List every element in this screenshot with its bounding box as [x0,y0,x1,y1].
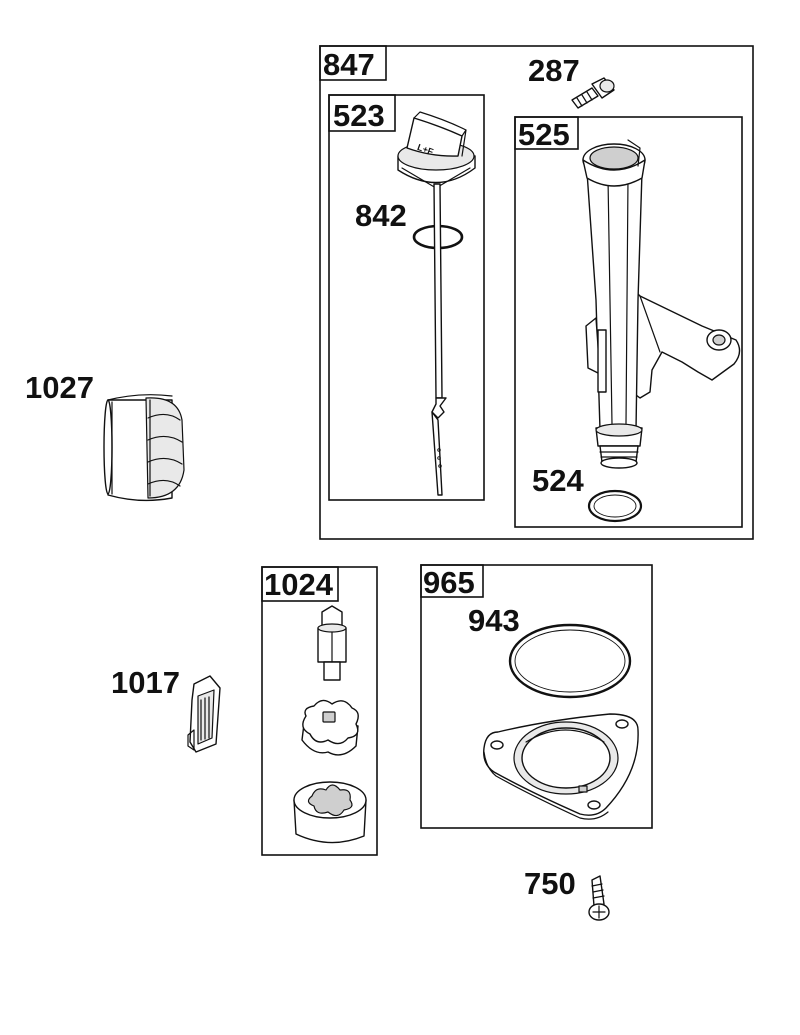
assembly-523-tag [328,94,396,132]
o-ring-524-part [587,489,643,523]
pickup-screen-1017-part [187,675,221,753]
assembly-1024-group: 1024 [261,566,378,856]
label-842: 842 [355,198,407,233]
assembly-523-box [328,94,485,501]
dipstick-cap-part: L+F [397,111,476,189]
o-ring-524-inner [593,494,637,518]
outer-rotor-part [293,781,367,844]
label-750: 750 [524,866,576,901]
inner-rotor-part [301,699,359,756]
label-965: 965 [423,565,475,600]
label-847: 847 [323,47,375,82]
screw-750-part [588,875,610,921]
assembly-847-tag [319,45,387,81]
label-287: 287 [528,53,580,88]
sump-cover-plate-part [483,713,639,820]
label-523: 523 [333,98,385,133]
gasket-943-inner [514,629,626,693]
assembly-1024-tag [261,566,339,602]
gasket-943-part [508,623,632,699]
label-1017: 1017 [111,665,180,700]
oil-filter-1027-part [103,394,185,502]
label-524: 524 [532,463,584,498]
assembly-965-group: 965 943 [420,564,653,829]
label-525: 525 [518,117,570,152]
assembly-525-tag [514,116,579,150]
assembly-525-group: 525 524 [514,116,743,528]
dipstick-blade-part [431,183,447,496]
assembly-847-group: 847 [319,45,754,540]
pump-shaft-part [317,605,347,681]
assembly-965-box [420,564,653,829]
label-943: 943 [468,603,520,638]
assembly-965-tag [420,564,484,598]
label-1024: 1024 [264,567,334,602]
label-1027: 1027 [25,370,94,405]
screw-287-part [571,77,615,109]
assembly-525-box [514,116,743,528]
fill-tube-part [582,139,741,469]
assembly-847-box [319,45,754,540]
assembly-523-group: 523 L+F 842 [328,94,485,501]
